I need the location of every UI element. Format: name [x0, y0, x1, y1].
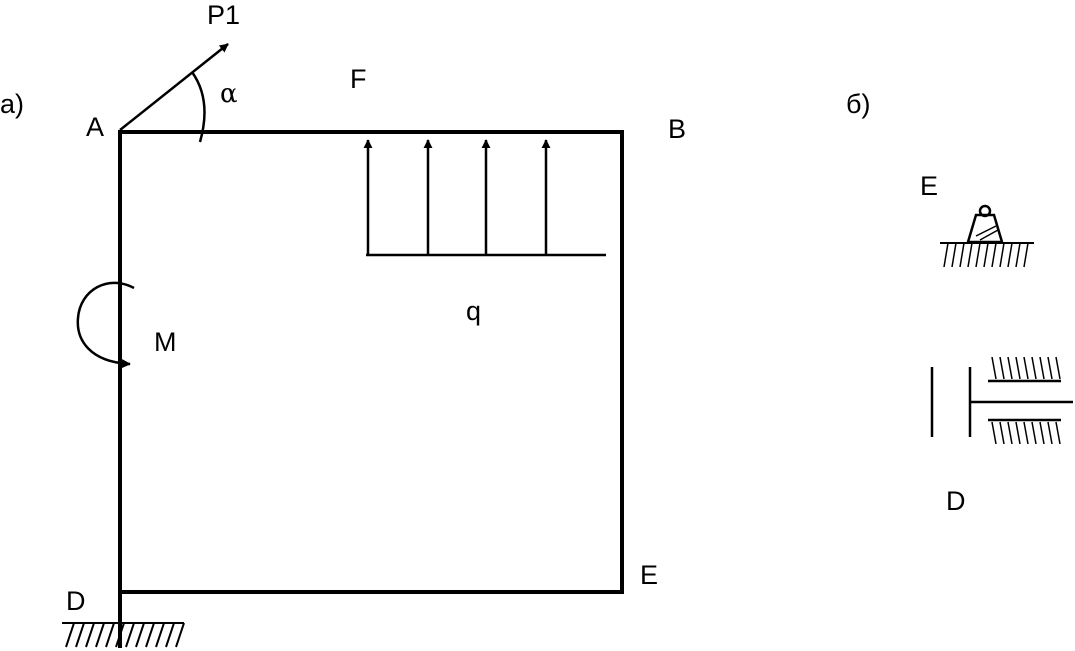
- sliding-support-D: [930, 356, 1073, 445]
- moment-M-arrow: [76, 281, 135, 369]
- label-alpha: α: [220, 79, 238, 109]
- label-F: F: [350, 64, 367, 94]
- label-point-A: A: [86, 112, 104, 142]
- distributed-load-q: [363, 139, 606, 257]
- pinned-support-E: [940, 204, 1034, 268]
- panel-label-a: а): [0, 89, 24, 119]
- label-support-D: D: [946, 486, 966, 516]
- label-M: M: [154, 327, 177, 357]
- label-point-E: E: [640, 560, 658, 590]
- label-point-D: D: [66, 586, 86, 616]
- label-point-B: B: [668, 114, 686, 144]
- frame: [118, 130, 624, 648]
- angle-alpha-arc: [190, 71, 206, 143]
- label-q: q: [466, 296, 481, 326]
- force-P1-arrow: [119, 43, 229, 131]
- label-support-E: E: [920, 171, 938, 201]
- panel-label-b: б): [846, 89, 870, 119]
- fixed-support-D: [62, 622, 185, 648]
- label-P1: P1: [207, 0, 240, 30]
